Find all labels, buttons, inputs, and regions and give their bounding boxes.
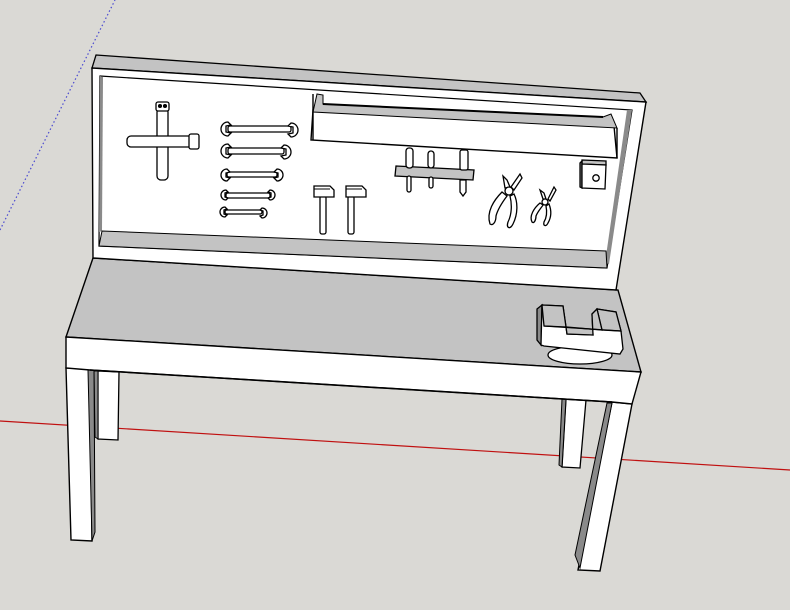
wrench-set[interactable] [219,121,299,219]
wall-bracket-icon[interactable] [579,159,607,190]
wrench-icon[interactable] [220,168,284,182]
rack-bar[interactable] [394,165,475,181]
back-legs[interactable] [93,370,587,469]
screwdriver-rack[interactable] [394,147,475,198]
hammers[interactable] [313,185,367,235]
shelf[interactable] [310,93,618,159]
back-left-leg[interactable] [97,370,120,441]
bench-top[interactable] [65,257,642,405]
screwdriver-icon[interactable] [405,147,414,193]
bench-vise-icon[interactable] [536,303,624,365]
hammer-icon[interactable] [313,185,335,235]
pliers-icon[interactable] [488,172,523,229]
wrench-icon[interactable] [220,121,299,138]
wrench-icon[interactable] [219,206,268,219]
axes [0,0,790,471]
cross-wrench-icon[interactable] [126,101,200,181]
wrench-icon[interactable] [220,143,292,160]
wrench-icon[interactable] [220,189,276,201]
pliers[interactable] [488,172,557,229]
red-axis-line [0,420,790,471]
blue-axis-line [0,0,116,231]
screwdriver-icon[interactable] [427,150,435,189]
pliers-icon[interactable] [530,185,557,227]
pegboard[interactable] [91,54,648,291]
hammer-icon[interactable] [345,185,367,235]
screwdriver-icon[interactable] [459,149,469,198]
pegboard-bottom-ledge [98,230,608,269]
